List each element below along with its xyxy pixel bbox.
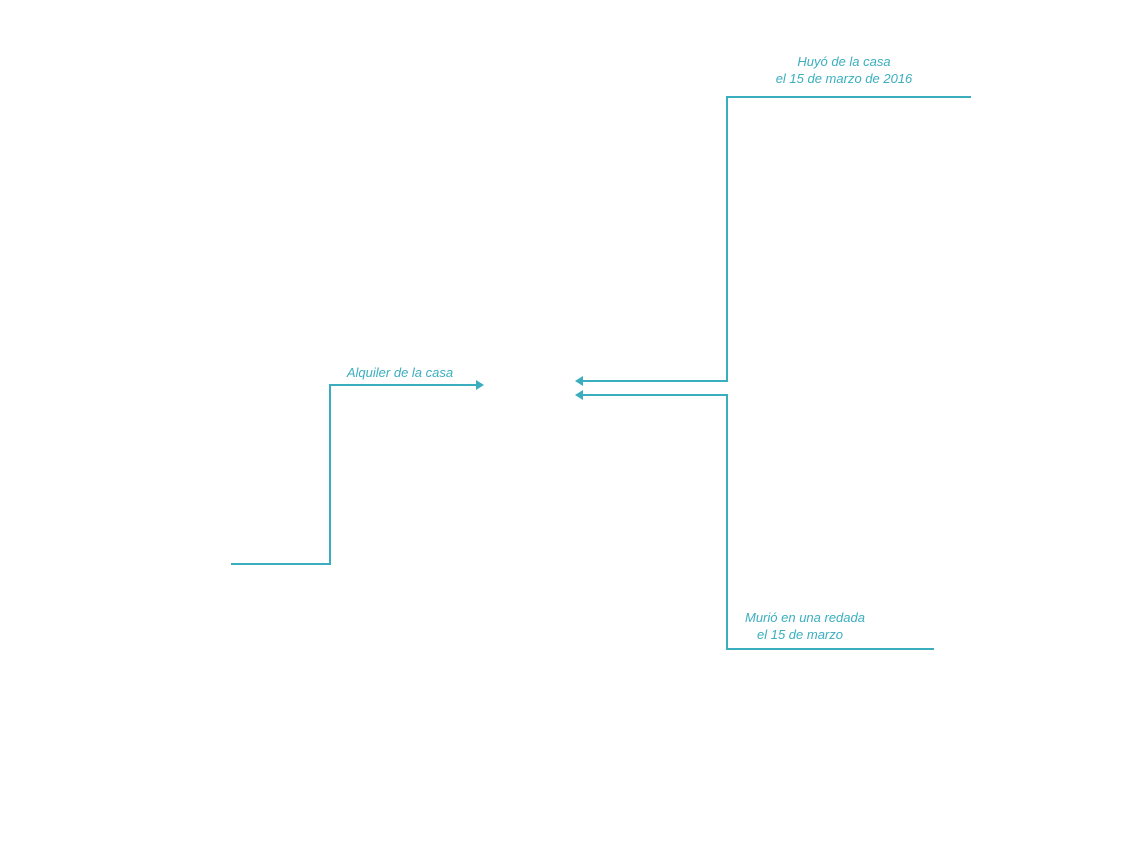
fled-label-line2: el 15 de marzo de 2016 [775, 71, 913, 86]
died-label: Murió en una redada el 15 de marzo [735, 609, 875, 643]
arrow-right-icon [476, 380, 484, 390]
fled-connector [582, 96, 971, 382]
fled-label-line1: Huyó de la casa [797, 54, 891, 69]
fled-label: Huyó de la casa el 15 de marzo de 2016 [744, 53, 944, 87]
arrow-left-icon [575, 390, 583, 400]
died-connector [582, 394, 934, 650]
rent-label: Alquiler de la casa [346, 365, 454, 380]
died-label-line2: el 15 de marzo [757, 627, 843, 642]
rent-connector [231, 384, 478, 565]
arrow-left-icon [575, 376, 583, 386]
died-label-line1: Murió en una redada [745, 610, 865, 625]
